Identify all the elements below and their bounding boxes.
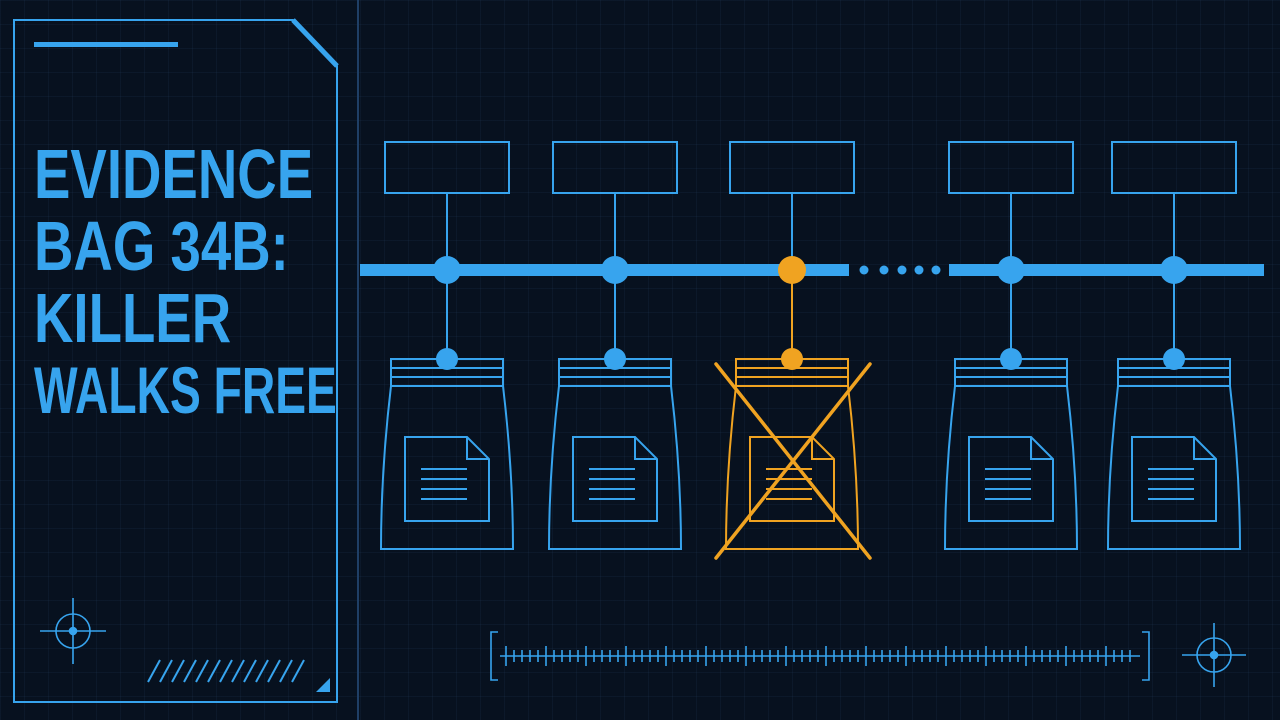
bag-seal — [390, 358, 504, 387]
document-fold — [1193, 437, 1216, 460]
bag-body — [724, 385, 860, 550]
ruler-left-bracket — [490, 631, 498, 681]
bag-seal — [558, 358, 672, 387]
cross-out-icon — [714, 362, 872, 560]
document-outline — [404, 436, 490, 522]
document-icon — [1131, 436, 1217, 522]
bag-body — [547, 385, 683, 550]
custody-node-3-broken — [714, 141, 872, 560]
gap-dot — [914, 265, 924, 275]
document-outline — [1131, 436, 1217, 522]
bag-seal — [1117, 358, 1231, 387]
document-fold — [466, 437, 489, 460]
panel-corner-accent — [291, 18, 339, 68]
evidence-bag — [547, 358, 683, 550]
document-fold — [811, 437, 834, 460]
custody-node-2 — [547, 141, 683, 550]
hatch-marks — [147, 659, 305, 683]
evidence-bag — [724, 358, 860, 550]
label-box — [1111, 141, 1237, 194]
document-outline — [968, 436, 1054, 522]
label-box — [729, 141, 855, 194]
title-panel: EVIDENCE BAG 34B: KILLER WALKS FREE — [0, 0, 360, 720]
evidence-bag — [943, 358, 1079, 550]
gap-dot — [897, 265, 907, 275]
evidence-bag — [1106, 358, 1242, 550]
chain-gap-dots — [859, 265, 941, 275]
title-line-3: KILLER — [34, 279, 232, 357]
label-box — [552, 141, 678, 194]
title-line-2: BAG 34B: — [34, 207, 289, 285]
bag-body — [943, 385, 1079, 550]
title-line-1: EVIDENCE — [34, 135, 314, 213]
panel-frame — [13, 0, 359, 720]
panel-border — [13, 19, 338, 703]
panel-corner-triangle — [316, 678, 330, 692]
bag-body — [379, 385, 515, 550]
document-outline — [749, 436, 835, 522]
gap-dot — [931, 265, 941, 275]
gap-dot — [859, 265, 869, 275]
custody-node-4 — [943, 141, 1079, 550]
crosshair-icon — [40, 598, 106, 664]
bag-seal — [954, 358, 1068, 387]
title-block: EVIDENCE BAG 34B: KILLER WALKS FREE — [34, 135, 337, 426]
ruler-ticks — [505, 646, 1131, 666]
gap-dot — [879, 265, 889, 275]
document-icon — [968, 436, 1054, 522]
document-outline — [572, 436, 658, 522]
document-fold — [1030, 437, 1053, 460]
custody-node-5 — [1106, 141, 1242, 550]
document-fold — [634, 437, 657, 460]
cross-stroke — [714, 362, 872, 560]
crosshair-icon — [1182, 623, 1246, 687]
bag-seal — [735, 358, 849, 387]
document-icon — [749, 436, 835, 522]
label-box — [384, 141, 510, 194]
document-icon — [404, 436, 490, 522]
custody-node-1 — [379, 141, 515, 550]
label-box — [948, 141, 1074, 194]
panel-top-dash — [34, 42, 178, 47]
evidence-bag — [379, 358, 515, 550]
timeline-ruler — [490, 631, 1150, 681]
bag-body — [1106, 385, 1242, 550]
document-icon — [572, 436, 658, 522]
ruler-right-bracket — [1142, 631, 1150, 681]
